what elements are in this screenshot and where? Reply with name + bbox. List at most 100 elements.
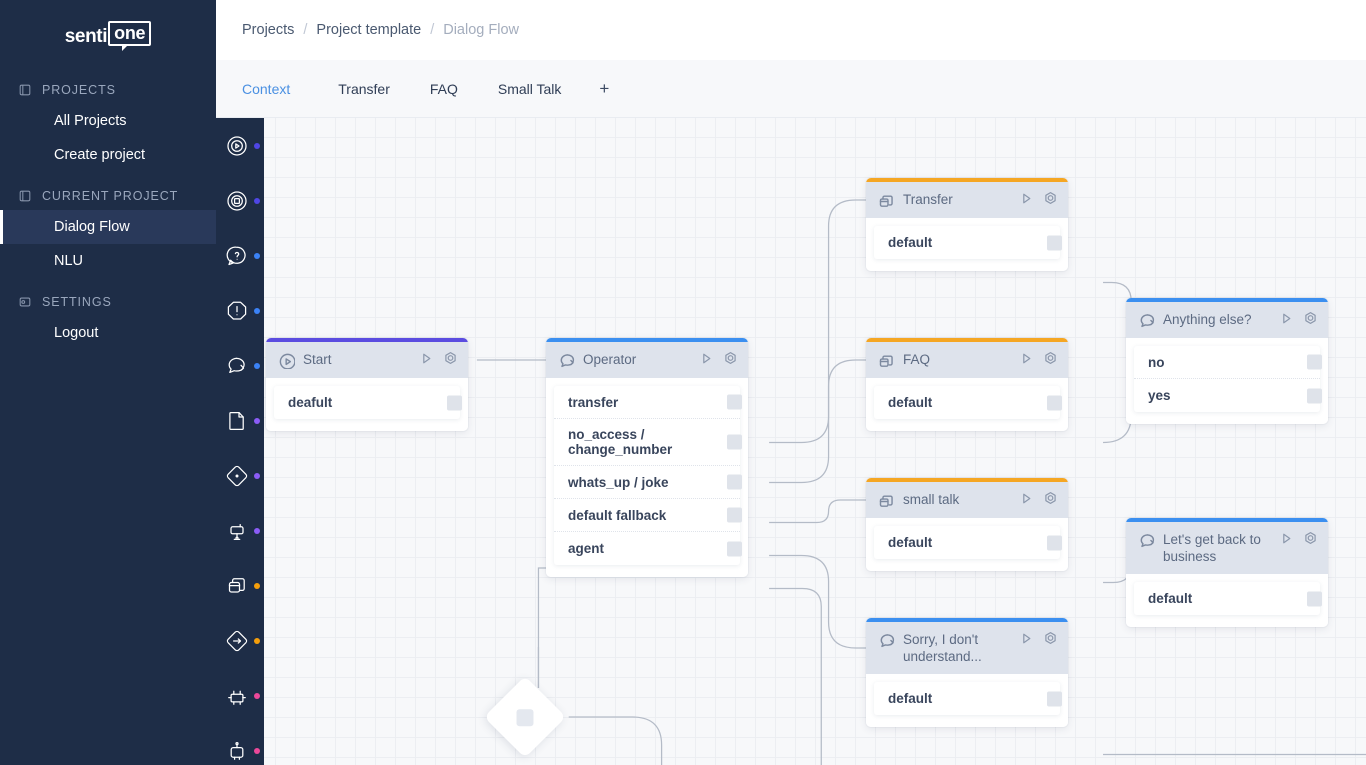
sidebar-item-all-projects[interactable]: All Projects [54,113,127,129]
tab-context[interactable]: Context [242,80,291,97]
rail-status-dot [254,417,260,424]
gear-icon[interactable] [1303,531,1318,546]
stacked-box-icon [879,495,893,507]
node-header[interactable]: Anything else? [1126,302,1328,338]
rail-item-diamond-dot[interactable] [216,448,264,503]
node-row[interactable]: default [1134,582,1322,615]
node-header[interactable]: Let's get back to business [1126,522,1328,574]
gear-icon[interactable] [1043,631,1058,646]
flow-node-start[interactable]: Start deafult [266,338,468,431]
flow-node-sorry[interactable]: Sorry, I don't understand... default [866,618,1068,727]
flow-node-anything[interactable]: Anything else? no yes [1126,298,1328,424]
node-row[interactable]: default [874,226,1062,259]
node-output-port[interactable] [1047,395,1062,410]
node-output-port[interactable] [727,474,742,490]
rail-item-stacked-box[interactable] [216,558,264,613]
node-row[interactable]: default [874,386,1062,419]
node-row[interactable]: default [874,682,1062,715]
rail-item-alert-octagon[interactable] [216,283,264,338]
node-row[interactable]: no_access / change_number [554,419,742,466]
stop-circle-icon [227,190,247,211]
node-header[interactable]: Sorry, I don't understand... [866,622,1068,674]
rail-status-dot [254,252,260,259]
rail-item-diamond-arrow[interactable] [216,613,264,668]
brand-name-boxed: one [114,22,146,43]
gear-icon[interactable] [1043,491,1058,506]
flow-node-operator[interactable]: Operator transfer no_access / change_num… [546,338,748,577]
sidebar-item-dialog-flow[interactable]: Dialog Flow [0,210,216,244]
play-icon[interactable] [1019,631,1034,646]
tab-faq[interactable]: FAQ [429,80,458,97]
rail-status-dot [254,472,260,479]
breadcrumb-item-project-template[interactable]: Project template [316,22,422,38]
rail-item-bubble-arrow[interactable] [216,338,264,393]
play-icon[interactable] [419,351,434,366]
node-header[interactable]: Operator [546,342,748,378]
node-output-port[interactable] [1047,235,1062,250]
add-tab-button[interactable]: + [599,78,610,98]
node-output-port[interactable] [727,541,742,556]
play-icon[interactable] [1019,191,1034,206]
rail-item-question-bubble[interactable] [216,228,264,283]
node-row[interactable]: agent [554,532,742,565]
main-area: Projects / Project template / Dialog Flo… [216,0,1366,765]
node-row[interactable]: default [874,526,1062,559]
node-output-port[interactable] [1307,591,1322,606]
play-icon[interactable] [699,351,714,366]
node-output-port[interactable] [447,395,462,410]
node-row[interactable]: transfer [554,386,742,419]
gear-icon[interactable] [723,351,738,366]
document-icon [229,411,244,430]
breadcrumb-separator: / [430,22,435,38]
rail-item-document[interactable] [216,393,264,448]
node-output-port[interactable] [1047,691,1062,706]
node-row[interactable]: default fallback [554,499,742,532]
rail-item-bot-head[interactable] [216,723,264,765]
dialog-flow-canvas[interactable]: Start deafult Operator transfer no_acces… [216,118,1366,765]
flow-node-faq[interactable]: FAQ default [866,338,1068,431]
brand-logo[interactable]: senti one [0,0,216,66]
node-header[interactable]: Transfer [866,182,1068,218]
gear-icon[interactable] [1043,191,1058,206]
flow-node-backtobiz[interactable]: Let's get back to business default [1126,518,1328,627]
rail-item-robot[interactable] [216,668,264,723]
rail-item-stamp[interactable] [216,503,264,558]
sidebar-item-create-project[interactable]: Create project [54,147,146,163]
node-row[interactable]: whats_up / joke [554,466,742,499]
tab-small-talk[interactable]: Small Talk [497,80,562,97]
node-output-port[interactable] [1047,535,1062,550]
node-output-port[interactable] [727,394,742,410]
node-row[interactable]: deafult [274,386,462,419]
node-header[interactable]: small talk [866,482,1068,518]
junction-diamond[interactable] [483,675,567,759]
flow-node-transfer[interactable]: Transfer default [866,178,1068,271]
node-accent-bar [866,338,1068,342]
flow-node-smalltalk[interactable]: small talk default [866,478,1068,571]
gear-icon[interactable] [1043,351,1058,366]
node-header[interactable]: Start [266,342,468,378]
node-output-port[interactable] [727,434,742,450]
gear-icon[interactable] [1303,311,1318,326]
node-row[interactable]: no [1134,346,1322,379]
play-icon[interactable] [1019,351,1034,366]
tab-transfer[interactable]: Transfer [338,80,390,97]
gear-icon[interactable] [443,351,458,366]
sidebar-item-nlu[interactable]: NLU [54,253,84,269]
play-icon[interactable] [1279,311,1294,326]
rail-item-stop-circle[interactable] [216,173,264,228]
node-output-port[interactable] [1307,354,1322,370]
node-output-port[interactable] [1307,388,1322,403]
play-icon[interactable] [1279,531,1294,546]
play-icon[interactable] [1019,491,1034,506]
node-row[interactable]: yes [1134,379,1322,412]
node-header[interactable]: FAQ [866,342,1068,378]
node-output-port[interactable] [727,507,742,523]
node-body: transfer no_access / change_number whats… [546,378,748,577]
rail-item-play-circle[interactable] [216,118,264,173]
node-rows: default [874,682,1062,715]
node-row-label: default [888,535,933,550]
sidebar-group-settings: SETTINGS Logout [0,288,216,350]
sidebar-item-logout[interactable]: Logout [54,325,99,341]
breadcrumb-item-projects[interactable]: Projects [242,22,295,38]
question-bubble-icon [226,245,246,265]
